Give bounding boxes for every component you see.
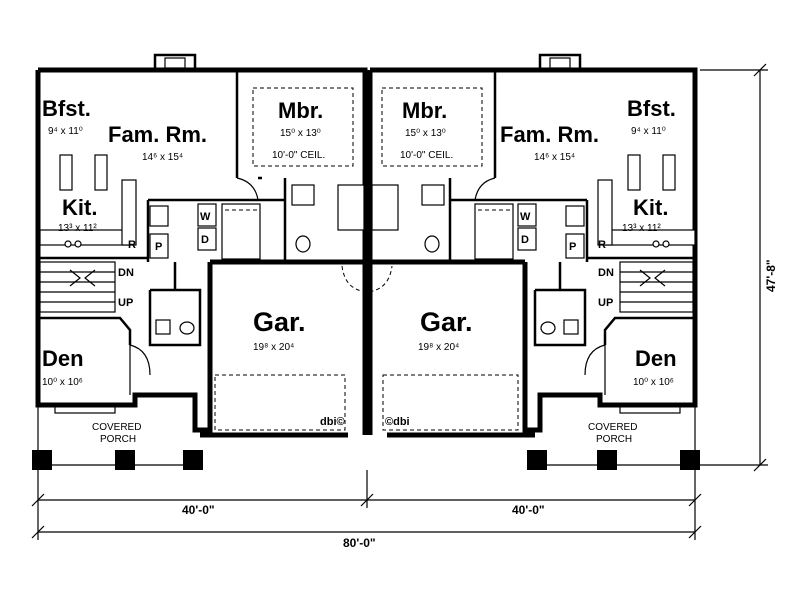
room-dims-gar-right: 19⁸ x 20⁴	[418, 342, 459, 353]
room-dims-mbr-left: 15⁰ x 13⁰	[280, 128, 321, 139]
label-washer-right: W	[520, 211, 531, 223]
porch-post	[597, 450, 617, 470]
room-name-den-left: Den	[42, 346, 84, 371]
room-dims-mbr-right: 15⁰ x 13⁰	[405, 128, 446, 139]
watermark-dbi-right: ©dbi	[385, 416, 410, 428]
room-name-kit-left: Kit.	[62, 195, 97, 220]
room-dims-den-right: 10⁰ x 10⁶	[633, 377, 674, 388]
room-dims-famrm-right: 14⁶ x 15⁴	[534, 152, 575, 163]
porch-post	[32, 450, 52, 470]
porch-post	[115, 450, 135, 470]
dimension-right-width: 40'-0"	[512, 503, 545, 517]
room-name-gar-right: Gar.	[420, 307, 473, 337]
room-dims-kit-right: 13³ x 11²	[622, 223, 661, 234]
label-dryer-right: D	[521, 234, 529, 246]
label-up-left: UP	[118, 297, 133, 309]
label-up-right: UP	[598, 297, 613, 309]
room-name-famrm-left: Fam. Rm.	[108, 122, 207, 147]
mbr-left-ceiling-box	[252, 87, 354, 167]
room-name-mbr-right: Mbr.	[402, 98, 447, 123]
room-name-gar-left: Gar.	[253, 307, 306, 337]
label-down-left: DN	[118, 267, 134, 279]
room-dims-bfst-right: 9⁴ x 11⁰	[631, 126, 666, 137]
mbr-right-ceiling-box	[381, 87, 483, 167]
label-range-right: R	[598, 239, 606, 251]
room-ceiling-mbr-right: 10'-0" CEIL.	[400, 150, 453, 161]
room-name-kit-right: Kit.	[633, 195, 668, 220]
label-range-left: R	[128, 239, 136, 251]
label-covered-left: COVERED	[92, 422, 141, 433]
watermark-dbi-left: dbi©	[320, 416, 345, 428]
room-dims-bfst-left: 9⁴ x 11⁰	[48, 126, 83, 137]
room-name-den-right: Den	[635, 346, 677, 371]
room-dims-den-left: 10⁰ x 10⁶	[42, 377, 83, 388]
label-pantry-right: P	[569, 241, 576, 253]
garage-door-swing	[341, 265, 393, 293]
dimension-overall-depth: 47'-8"	[764, 259, 778, 292]
porch-post	[680, 450, 700, 470]
room-dims-kit-left: 13³ x 11²	[58, 223, 97, 234]
room-name-bfst-right: Bfst.	[627, 96, 676, 121]
label-porch-left: PORCH	[100, 434, 136, 445]
room-dims-gar-left: 19⁸ x 20⁴	[253, 342, 294, 353]
room-name-mbr-left: Mbr.	[278, 98, 323, 123]
label-pantry-left: P	[155, 241, 162, 253]
label-washer-left: W	[200, 211, 211, 223]
porch-post	[527, 450, 547, 470]
left-unit-walls	[35, 53, 368, 466]
porch-post	[183, 450, 203, 470]
right-unit-walls	[367, 53, 698, 466]
dimension-lines	[31, 63, 768, 540]
room-name-bfst-left: Bfst.	[42, 96, 91, 121]
label-porch-right: PORCH	[596, 434, 632, 445]
dimension-overall-width: 80'-0"	[343, 536, 376, 550]
room-dims-famrm-left: 14⁶ x 15⁴	[142, 152, 183, 163]
label-dryer-left: D	[201, 234, 209, 246]
room-name-famrm-right: Fam. Rm.	[500, 122, 599, 147]
dimension-left-width: 40'-0"	[182, 503, 215, 517]
room-ceiling-mbr-left: 10'-0" CEIL.	[272, 150, 325, 161]
label-down-right: DN	[598, 267, 614, 279]
label-covered-right: COVERED	[588, 422, 637, 433]
